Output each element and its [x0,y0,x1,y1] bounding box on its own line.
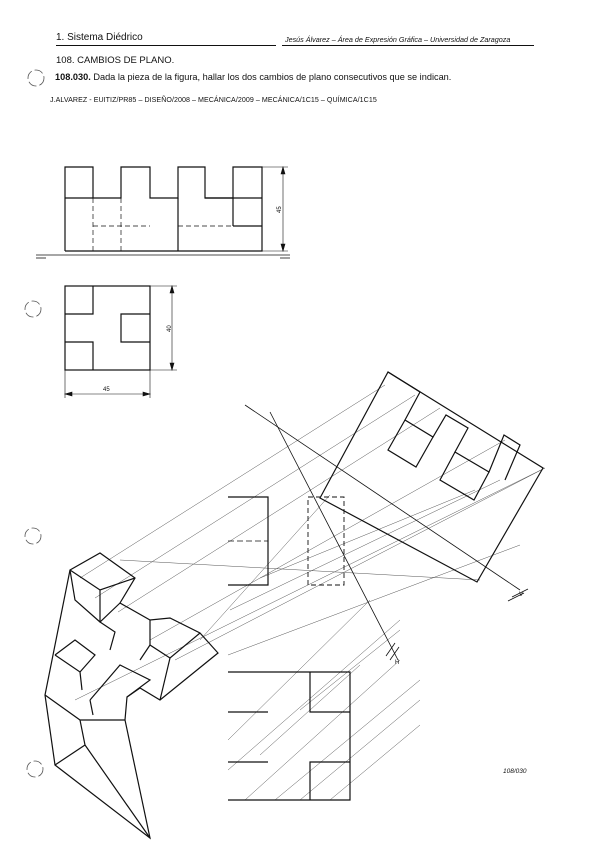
front-height-dimension [262,165,288,253]
plan-view [64,285,151,371]
figure-code: 108/030 [503,768,527,775]
isometric-part [44,552,219,840]
new-ground-line-v [244,404,529,602]
exercise-number: 108.030. [55,72,91,82]
plan-width-dimension [63,370,152,398]
new-ground-line-h [269,411,400,661]
plan-depth-dimension [150,284,177,372]
header-subject: 1. Sistema Diédrico [56,32,143,43]
front-height-label: 45 [277,206,283,213]
header-author: Jesús Álvarez – Área de Expresión Gráfic… [285,35,511,44]
ground-line [36,254,290,259]
exercise-statement: 108.030. Dada la pieza de la figura, hal… [55,72,452,82]
section-title: 108. CAMBIOS DE PLANO. [56,55,175,66]
construction-lines [74,384,546,801]
plan-depth-label: 40 [167,325,173,332]
front-elevation [64,166,263,252]
axis-label-v: V [519,592,523,598]
header-rule-left [56,45,276,46]
header-rule-right [282,45,534,46]
axis-label-h: H [395,660,399,666]
plan-width-label: 45 [103,387,110,393]
exercise-text: Dada la pieza de la figura, hallar los d… [93,72,452,82]
projected-elevation [319,371,544,583]
course-list: J.ALVAREZ - EUITIZ/PR85 – DISEÑO/2008 – … [50,96,377,104]
projected-plan [228,496,351,801]
